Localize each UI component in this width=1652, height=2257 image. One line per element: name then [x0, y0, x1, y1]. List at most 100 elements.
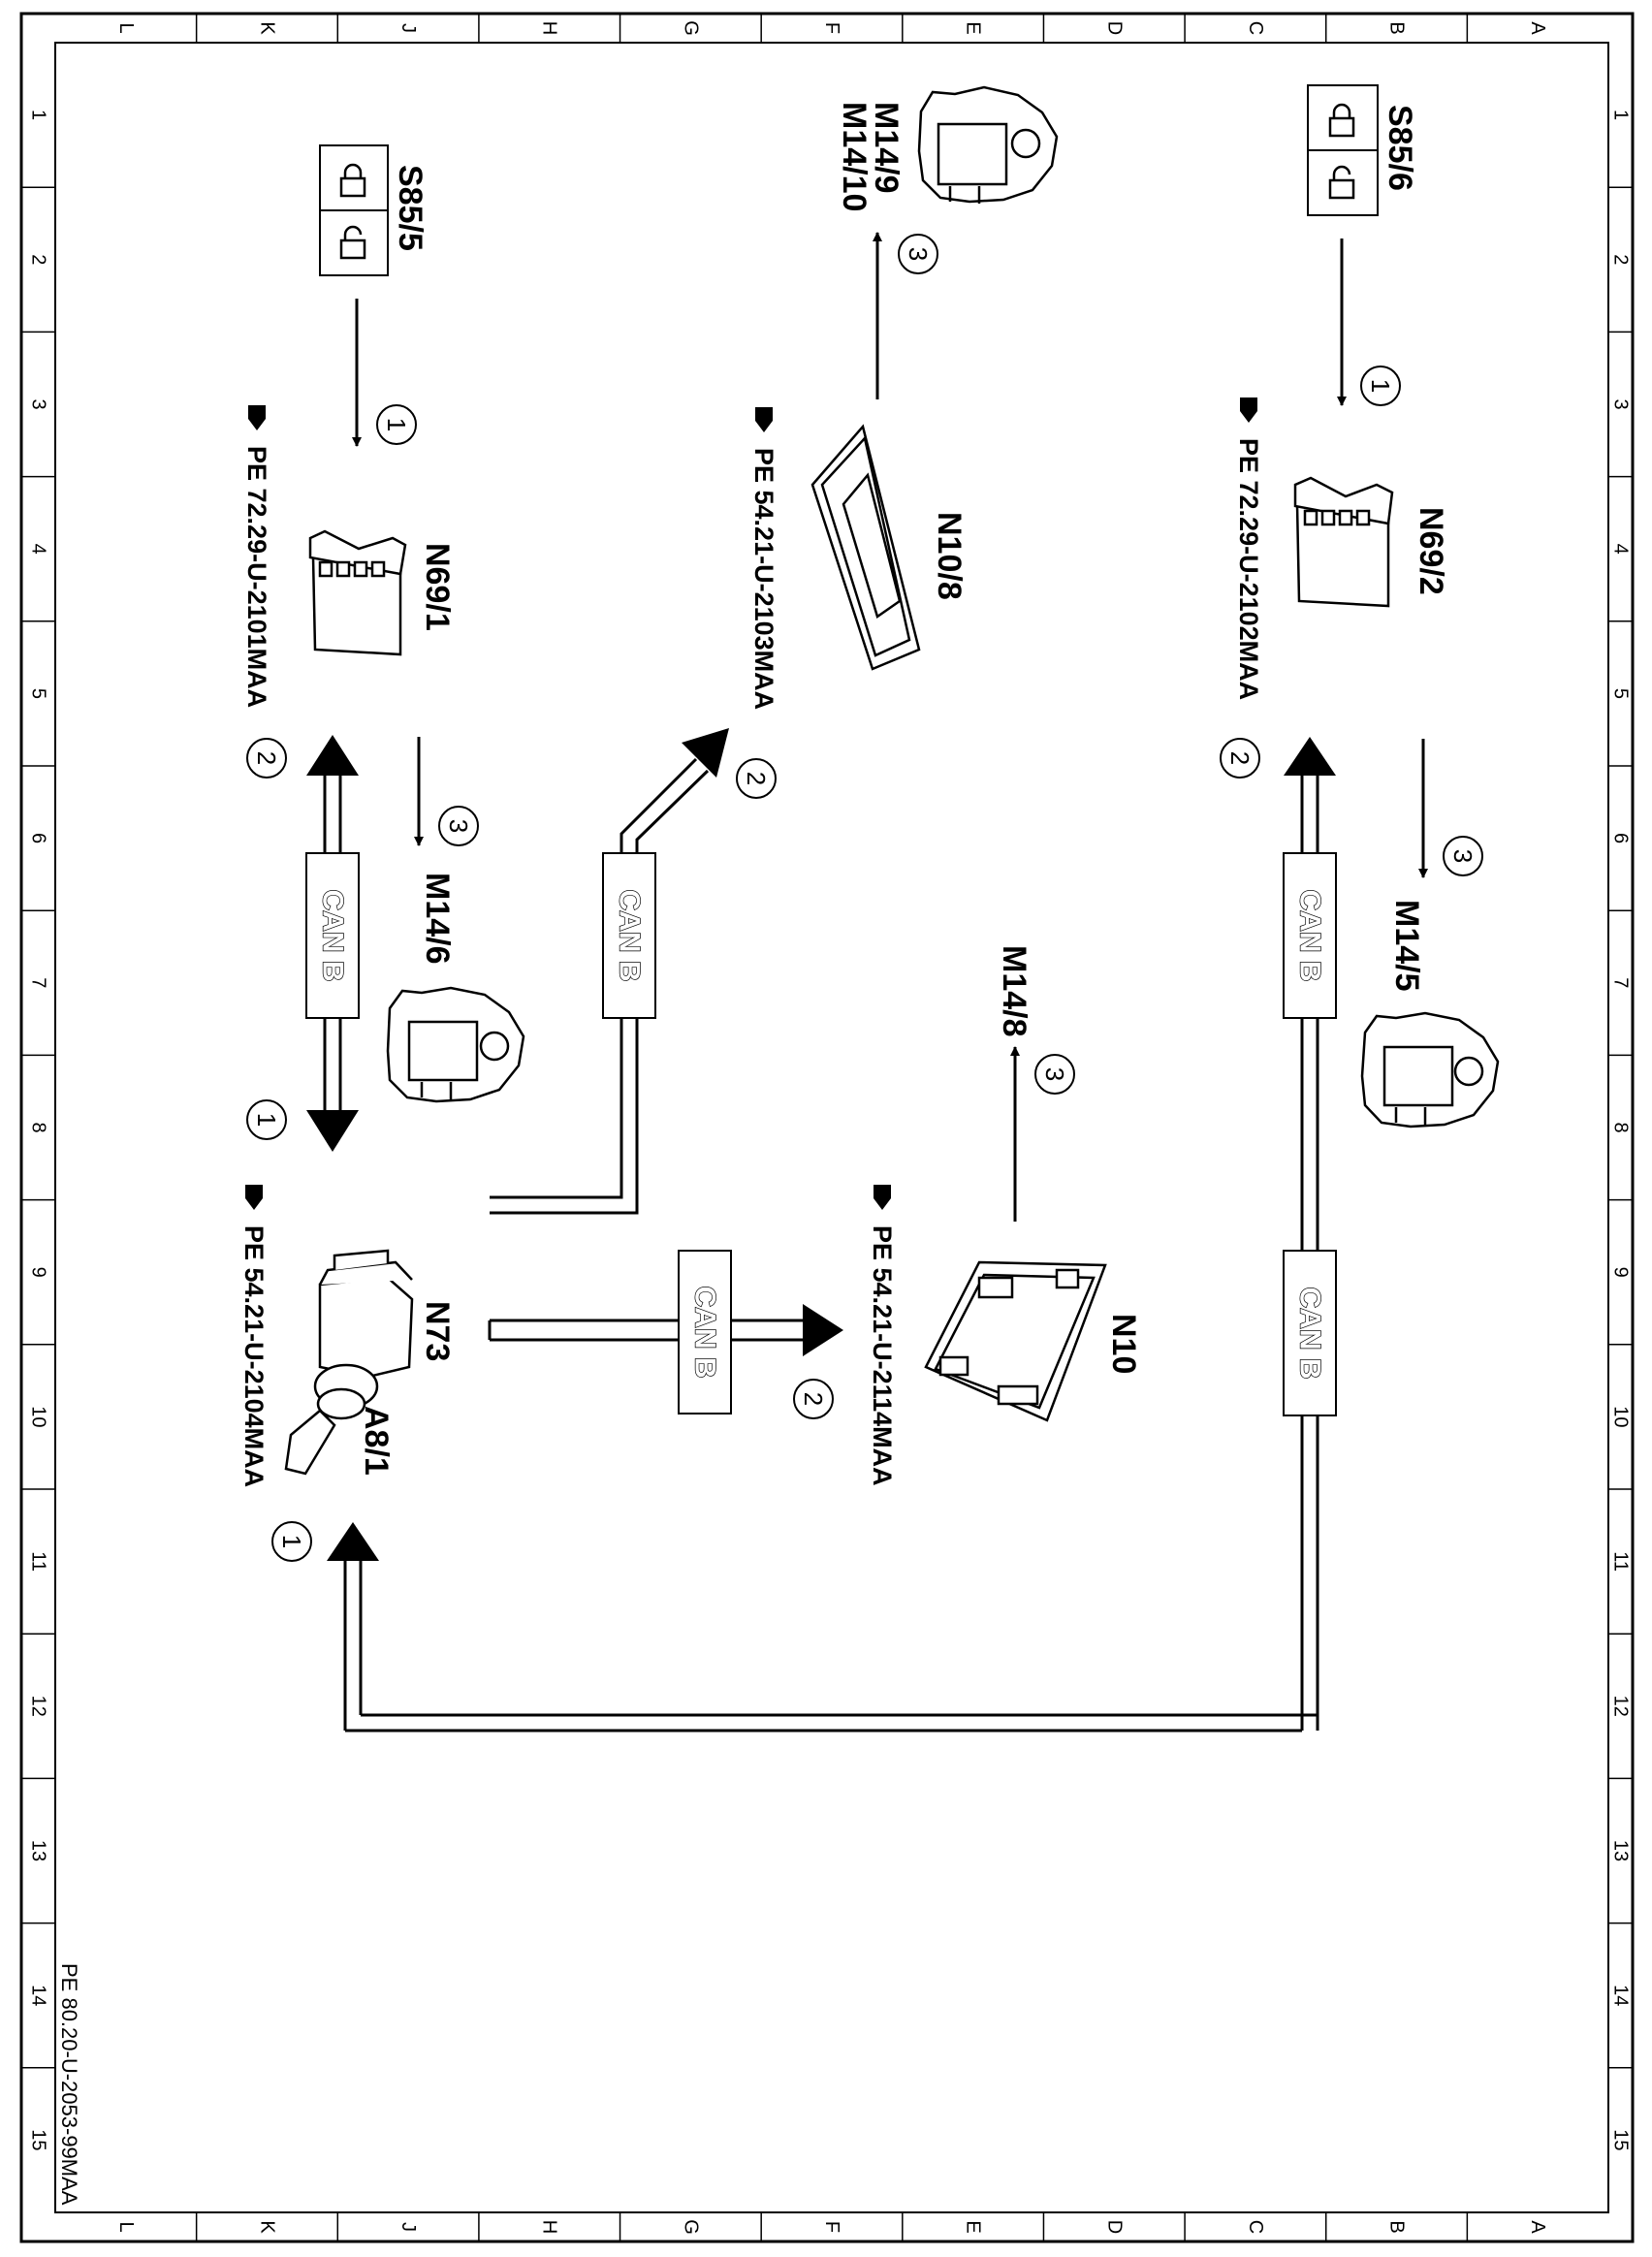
step-3-badge: 3: [438, 806, 479, 846]
grid-number-label: 10: [1610, 1406, 1632, 1427]
ref-n10-8: PE 54.21-U-2103MAA: [749, 407, 778, 710]
label-n10: N10: [1105, 1314, 1142, 1374]
grid-number-label: 2: [28, 254, 49, 265]
grid-number-label: 14: [28, 1985, 49, 2006]
label-n10-8: N10/8: [931, 512, 968, 600]
hand-pointer-icon: [755, 407, 773, 432]
label-n69-2: N69/2: [1413, 507, 1449, 595]
inner-frame: [54, 42, 1609, 2213]
grid-letter-label: L: [115, 22, 137, 33]
svg-text:2: 2: [1225, 751, 1255, 765]
step-2-badge: 2: [736, 758, 777, 799]
grid-letter-label: G: [680, 20, 701, 36]
label-s85-6: S85/6: [1382, 105, 1418, 191]
grid-letter-label: D: [1103, 21, 1125, 35]
switch-s85-6: [1307, 84, 1379, 216]
lock-closed-icon: [1328, 103, 1355, 138]
grid-letter-label: C: [1245, 2220, 1266, 2234]
lock-motor-m14-5-icon: [1360, 1011, 1500, 1128]
svg-text:1: 1: [382, 418, 411, 431]
svg-text:3: 3: [1040, 1067, 1069, 1081]
grid-letter-label: L: [115, 2221, 137, 2232]
grid-letter-label: H: [539, 2220, 560, 2234]
grid-number-label: 7: [28, 977, 49, 988]
grid-number-label: 4: [28, 544, 49, 555]
grid-letter-label: B: [1386, 2220, 1408, 2233]
svg-text:2: 2: [252, 751, 281, 765]
svg-text:CAN B: CAN B: [614, 890, 646, 982]
svg-text:1: 1: [277, 1535, 306, 1548]
svg-text:PE 54.21-U-2103MAA: PE 54.21-U-2103MAA: [749, 448, 778, 710]
label-m14-6: M14/6: [419, 873, 456, 965]
grid-letter-label: J: [397, 23, 419, 33]
grid-number-label: 3: [28, 398, 49, 409]
grid-number-label: 8: [28, 1122, 49, 1132]
lock-open-icon: [339, 225, 366, 260]
lock-motor-m14-6-icon: [386, 986, 525, 1103]
svg-text:PE 72.29-U-2101MAA: PE 72.29-U-2101MAA: [242, 446, 271, 708]
grid-number-label: 8: [1610, 1122, 1632, 1132]
step-1-badge: 1: [1360, 366, 1401, 406]
svg-text:CAN B: CAN B: [689, 1287, 721, 1379]
door-module-n69-2-icon: [1293, 476, 1394, 608]
ref-n69-2: PE 72.29-U-2102MAA: [1234, 397, 1263, 700]
svg-text:CAN B: CAN B: [317, 890, 349, 982]
grid-number-label: 12: [28, 1696, 49, 1717]
grid-number-label: 1: [1610, 110, 1632, 120]
svg-text:CAN B: CAN B: [1294, 1287, 1326, 1380]
grid-letter-label: A: [1527, 2220, 1548, 2234]
can-b-tag-left: CAN B: [305, 852, 360, 1019]
grid-letter-label: D: [1103, 2220, 1125, 2234]
step-3-badge: 3: [898, 234, 938, 274]
step-2-badge: 2: [793, 1379, 834, 1419]
ref-n73: PE 54.21-U-2104MAA: [239, 1185, 269, 1487]
step-2-badge: 2: [1220, 738, 1260, 779]
label-n69-1: N69/1: [419, 543, 456, 631]
can-b-tag-right-upper: CAN B: [1283, 852, 1337, 1019]
step-3-badge: 3: [1034, 1054, 1075, 1095]
grid-number-label: 1: [28, 110, 49, 120]
svg-text:PE 72.29-U-2102MAA: PE 72.29-U-2102MAA: [1234, 438, 1263, 700]
grid-number-label: 5: [1610, 688, 1632, 699]
outer-frame: [19, 12, 1635, 2243]
control-unit-n10-8-icon: [810, 424, 921, 671]
svg-text:3: 3: [444, 819, 473, 833]
grid-number-label: 15: [28, 2129, 49, 2150]
can-b-tag-bottom: CAN B: [678, 1250, 732, 1415]
grid-number-label: 11: [28, 1551, 49, 1572]
svg-text:3: 3: [1448, 849, 1477, 863]
grid-letter-label: C: [1245, 21, 1266, 35]
hand-pointer-icon: [248, 405, 266, 430]
grid-letter-label: E: [963, 2220, 984, 2233]
grid-letter-label: E: [963, 21, 984, 34]
grid-letter-label: K: [256, 21, 277, 35]
grid-number-label: 10: [28, 1406, 49, 1427]
grid-number-label: 12: [1610, 1696, 1632, 1717]
svg-text:2: 2: [799, 1392, 828, 1406]
document-id: PE 80.20-U-2053-99MAA: [57, 1963, 81, 2206]
step-1-badge: 1: [246, 1099, 287, 1140]
lock-open-icon: [1328, 165, 1355, 200]
grid-number-label: 6: [28, 833, 49, 843]
hand-pointer-icon: [874, 1185, 891, 1210]
label-m14-9: M14/9: [868, 102, 905, 194]
grid-number-label: 6: [1610, 833, 1632, 843]
sam-control-unit-n10-icon: [924, 1260, 1107, 1422]
ignition-switch-n73-icon: [284, 1249, 414, 1476]
label-n73: N73: [419, 1301, 456, 1361]
svg-text:PE 54.21-U-2104MAA: PE 54.21-U-2104MAA: [239, 1225, 269, 1487]
grid-number-label: 9: [28, 1267, 49, 1278]
grid-number-label: 11: [1610, 1551, 1632, 1572]
svg-text:2: 2: [742, 772, 771, 785]
label-m14-8: M14/8: [996, 945, 1032, 1037]
step-2-badge: 2: [246, 738, 287, 779]
grid-letter-label: J: [397, 2222, 419, 2232]
grid-letter-label: A: [1527, 21, 1548, 35]
grid-number-label: 15: [1610, 2129, 1632, 2150]
grid-number-label: 3: [1610, 398, 1632, 409]
grid-number-label: 5: [28, 688, 49, 699]
grid-letter-label: F: [821, 22, 842, 34]
label-m14-10: M14/10: [836, 102, 873, 211]
